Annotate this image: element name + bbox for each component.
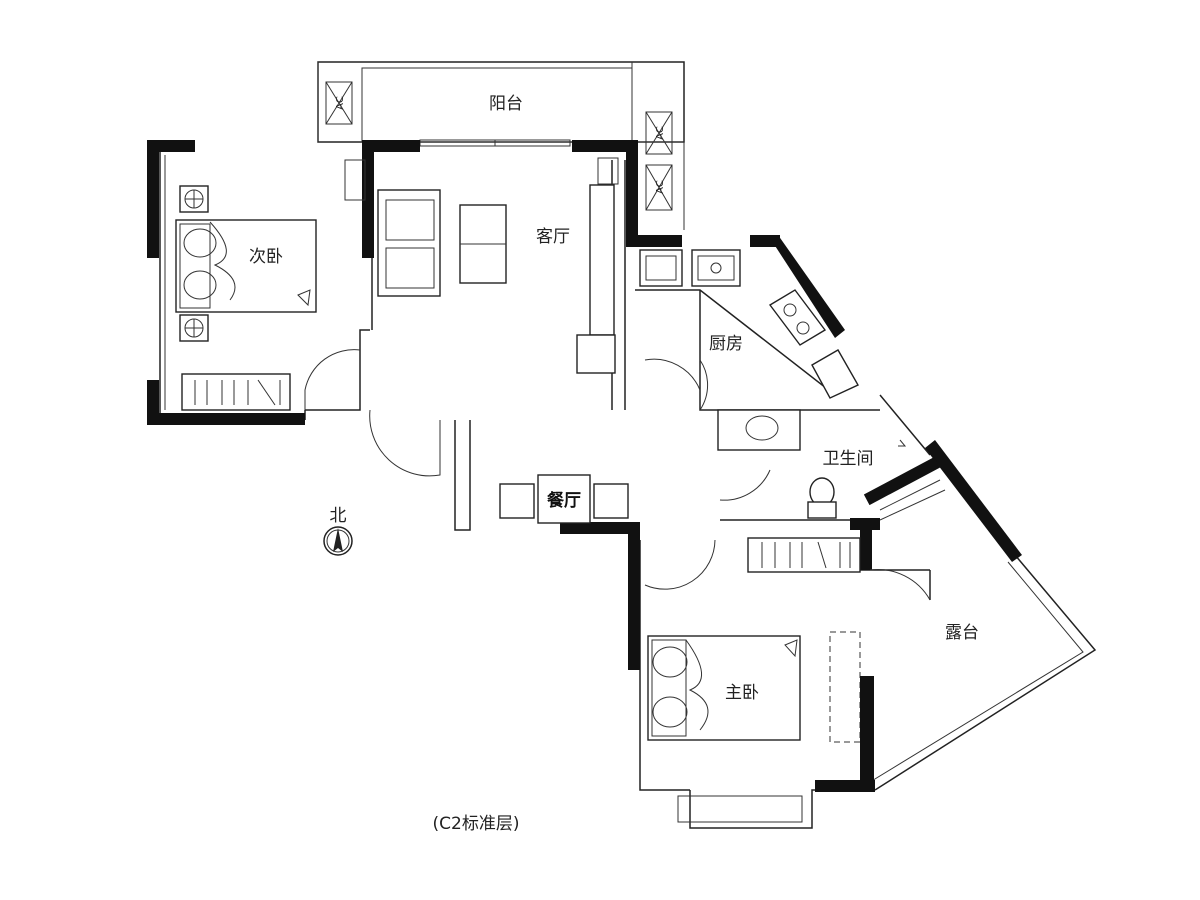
room-label-kitchen: 厨房 xyxy=(709,334,743,354)
doors xyxy=(304,349,931,601)
bathroom-wardrobe xyxy=(747,537,861,573)
coffee-table xyxy=(459,204,507,284)
ac-unit-3: AC xyxy=(645,164,673,211)
wardrobe-second-bedroom xyxy=(181,373,291,411)
room-label-terrace: 露台 xyxy=(945,623,979,643)
room-label-second-bedroom: 次卧 xyxy=(249,247,283,267)
tv-cabinet xyxy=(344,157,619,374)
master-bedroom-bed xyxy=(647,635,801,741)
room-label-dining: 餐厅 xyxy=(547,490,581,511)
room-label-bathroom: 卫生间 xyxy=(823,449,874,469)
ac-unit-1: AC xyxy=(325,81,353,125)
kitchen-counters xyxy=(639,249,859,399)
nightstand-2 xyxy=(179,314,209,342)
plan-caption: (C2标准层) xyxy=(433,814,520,834)
ac-label-3: AC xyxy=(655,180,666,194)
ac-label-2: AC xyxy=(655,126,666,140)
room-label-living-room: 客厅 xyxy=(536,227,570,247)
room-label-balcony: 阳台 xyxy=(489,94,523,114)
second-bedroom-bed xyxy=(175,219,317,313)
north-compass: 北 xyxy=(323,506,353,556)
room-label-master-bedroom: 主卧 xyxy=(725,683,759,703)
dining-table xyxy=(499,474,629,524)
sofa xyxy=(377,189,441,297)
bathroom-fixtures xyxy=(717,409,907,519)
nightstand-1 xyxy=(179,185,209,213)
balcony xyxy=(317,61,685,230)
north-label: 北 xyxy=(330,506,347,526)
ac-label-1: AC xyxy=(335,96,346,110)
ac-unit-2: AC xyxy=(645,111,673,155)
